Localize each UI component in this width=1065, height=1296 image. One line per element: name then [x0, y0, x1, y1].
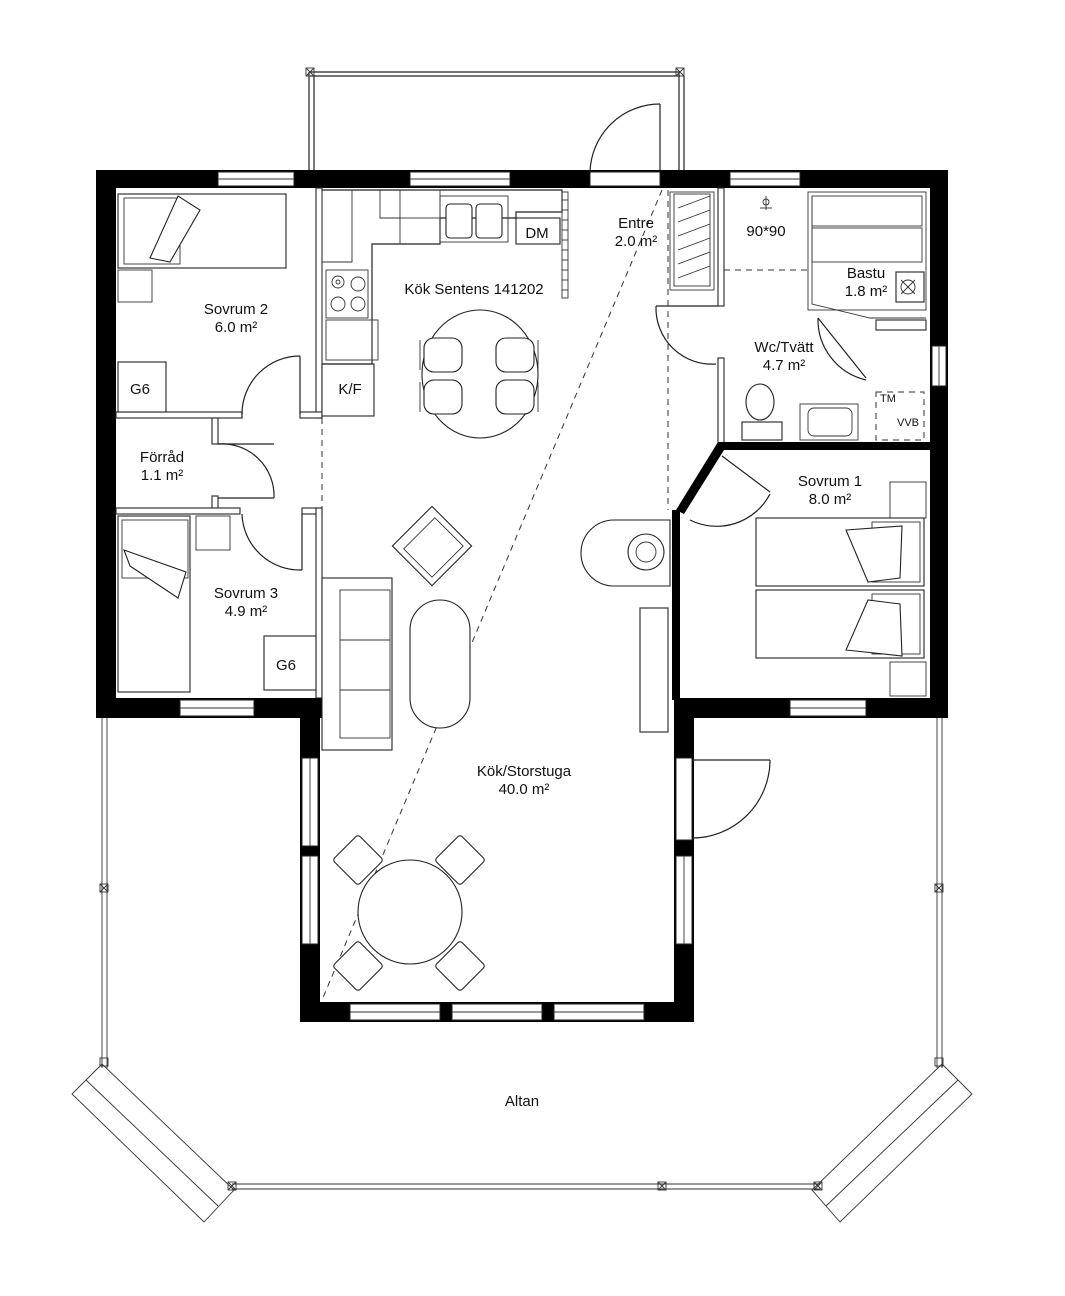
patio-door: [675, 757, 771, 841]
living-room-furniture: [321, 505, 485, 991]
kitchen-dining-set: [419, 309, 539, 439]
label-entre: Entre: [618, 215, 654, 232]
label-vvb: VVB: [897, 417, 919, 429]
wood-stove: [580, 519, 671, 587]
label-g6-top: G6: [130, 381, 150, 398]
label-tm: TM: [880, 393, 896, 405]
windows: [179, 171, 947, 1021]
label-altan: Altan: [505, 1093, 539, 1110]
area-entre: 2.0 m²: [615, 233, 658, 250]
label-kok-sentens: Kök Sentens 141202: [404, 281, 543, 298]
entre-closet: [669, 191, 715, 291]
label-forrad: Förråd: [140, 449, 184, 466]
label-shower: 90*90: [746, 223, 785, 240]
area-storstuga: 40.0 m²: [499, 781, 550, 798]
area-bastu: 1.8 m²: [845, 283, 888, 300]
label-sovrum2: Sovrum 2: [204, 301, 268, 318]
interior-doors: [217, 305, 867, 571]
altan-railing: [71, 718, 973, 1223]
entrance-porch: [305, 67, 685, 172]
label-sovrum1: Sovrum 1: [798, 473, 862, 490]
area-sovrum1: 8.0 m²: [809, 491, 852, 508]
label-storstuga: Kök/Storstuga: [477, 763, 572, 780]
bastu-furniture: [807, 191, 927, 331]
dashed-lines: [321, 189, 808, 1001]
area-sovrum2: 6.0 m²: [215, 319, 258, 336]
sovrum3-furniture: [117, 515, 317, 693]
label-wc: Wc/Tvätt: [754, 339, 814, 356]
bathroom-fixtures: [741, 196, 925, 441]
fixture-labels: DM K/F G6 G6 TM VVB: [130, 225, 919, 674]
label-bastu: Bastu: [847, 265, 885, 282]
entrance-door: [589, 103, 661, 173]
label-sovrum3: Sovrum 3: [214, 585, 278, 602]
label-kf: K/F: [338, 381, 361, 398]
room-labels: Kök Sentens 141202 Entre 2.0 m² Sovrum 2…: [140, 215, 887, 1110]
kitchen-counters: [321, 189, 569, 365]
label-g6-bottom: G6: [276, 657, 296, 674]
label-dm: DM: [525, 225, 548, 242]
sovrum1-furniture: [755, 481, 927, 697]
interior-walls: [115, 187, 930, 733]
area-wc: 4.7 m²: [763, 357, 806, 374]
area-sovrum3: 4.9 m²: [225, 603, 268, 620]
area-forrad: 1.1 m²: [141, 467, 184, 484]
sovrum2-furniture: [117, 193, 287, 413]
